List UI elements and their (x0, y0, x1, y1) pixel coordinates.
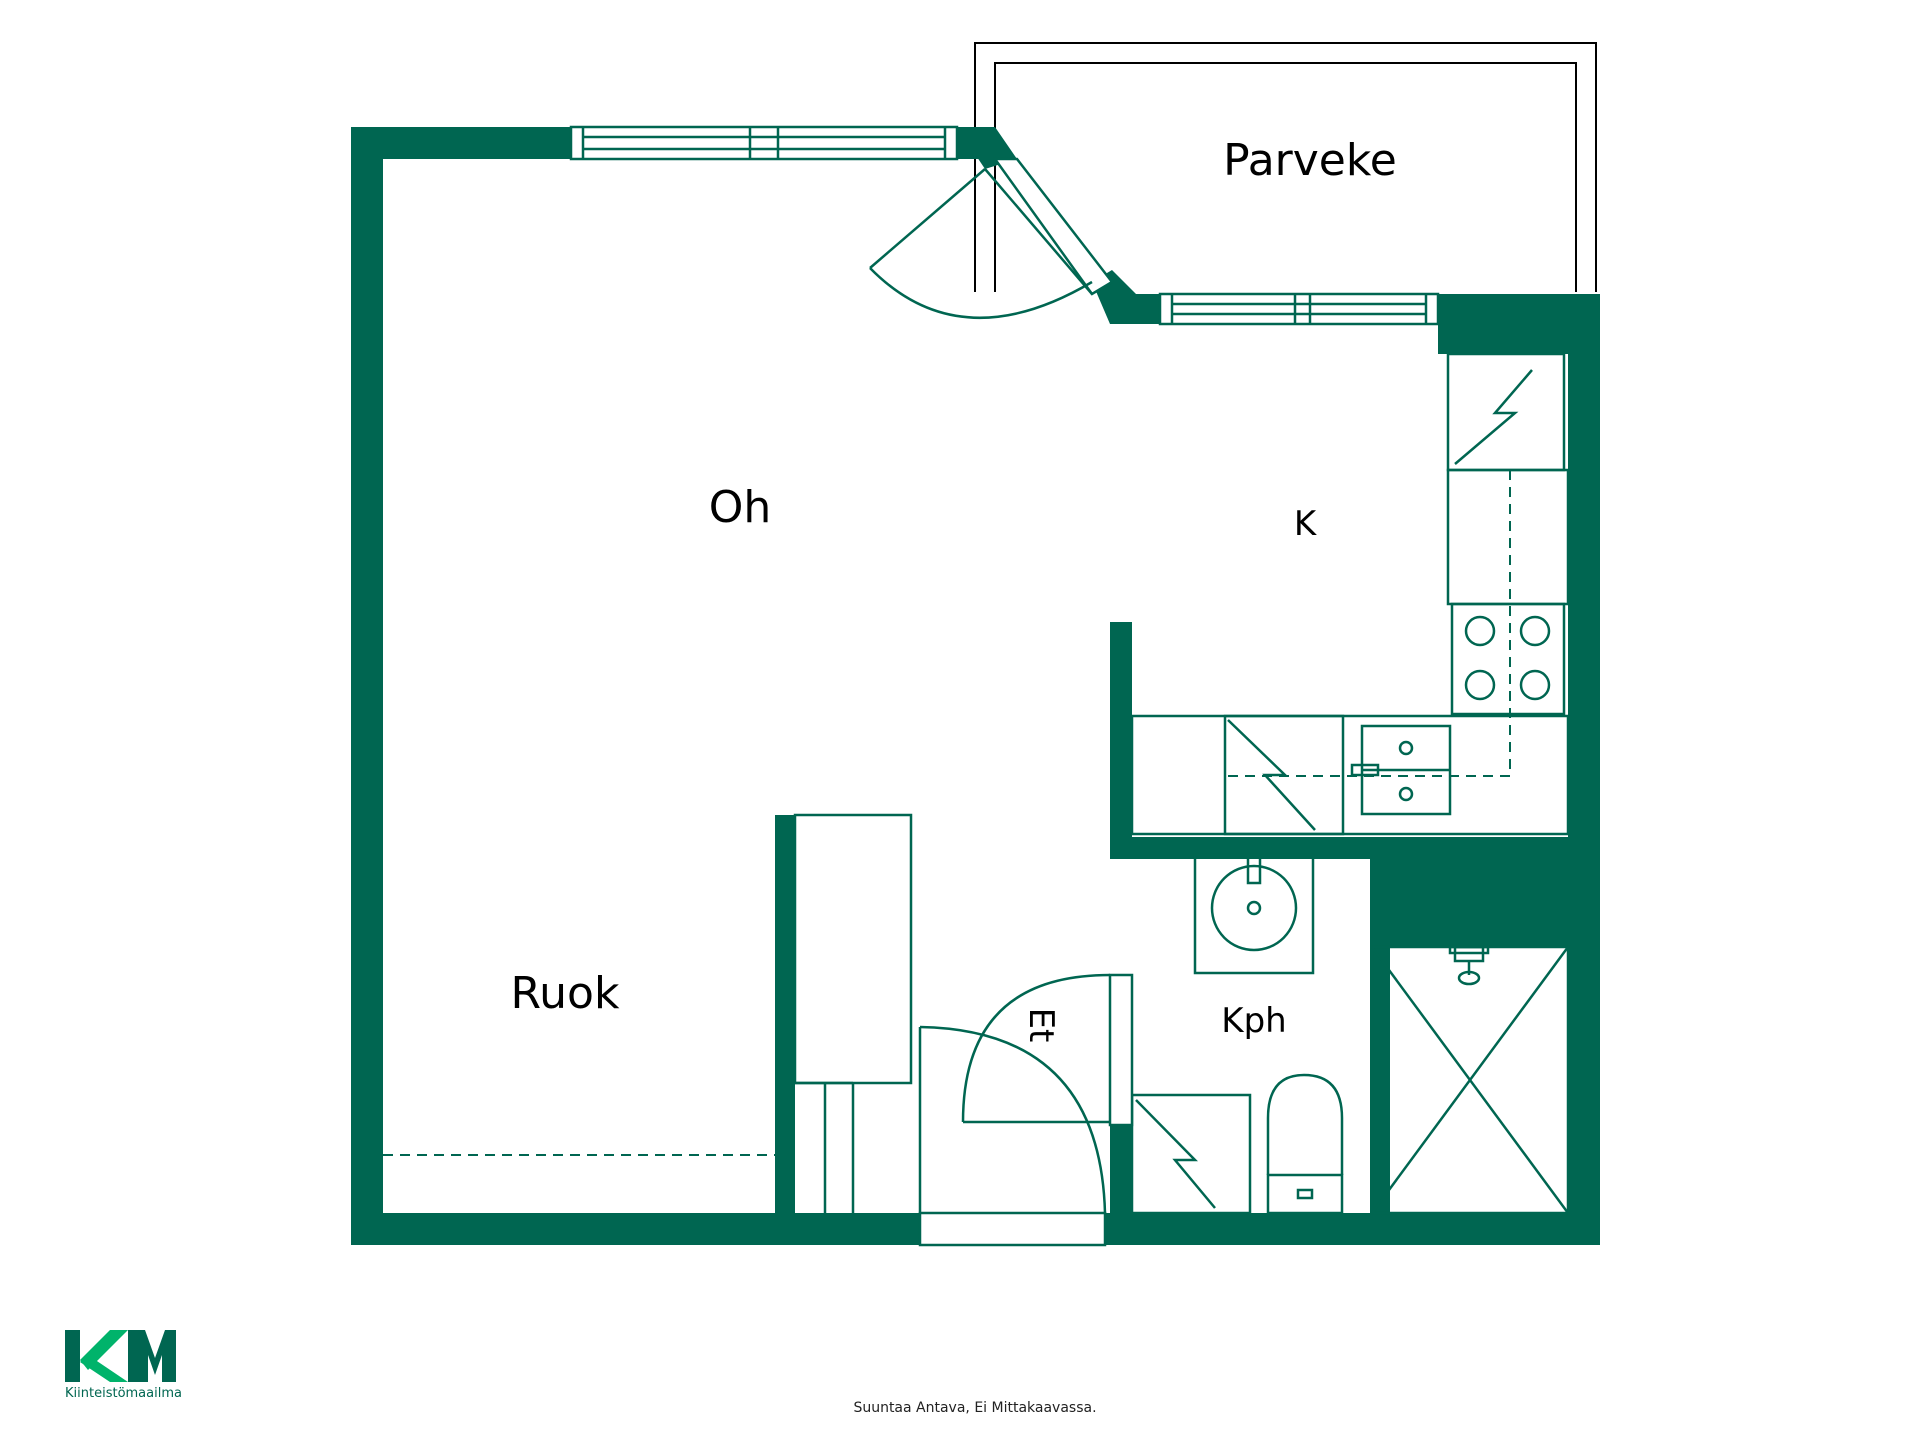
km-logo: Kiinteistömaailma (65, 1330, 182, 1401)
room-label-oh: Oh (709, 482, 772, 533)
logo-k-arm-lower (80, 1355, 128, 1382)
logo-m (128, 1330, 176, 1382)
room-label-kph: Kph (1221, 1001, 1286, 1041)
room-label-et: Et (1021, 1008, 1061, 1043)
balcony-window (1158, 292, 1440, 326)
balcony-railing (974, 42, 1597, 292)
balcony-door (869, 157, 1114, 320)
room-label-ruok: Ruok (511, 968, 620, 1019)
bathroom-fixtures (1130, 853, 1570, 1215)
room-label-parveke: Parveke (1223, 135, 1397, 186)
entry-fixtures (793, 813, 1134, 1247)
logo-wordmark: Kiinteistömaailma (65, 1386, 182, 1401)
room-label-k: K (1294, 504, 1318, 544)
logo-k-stem (65, 1330, 80, 1382)
kitchen-fixtures (1130, 352, 1570, 836)
scale-disclaimer: Suuntaa Antava, Ei Mittakaavassa. (853, 1400, 1096, 1416)
kitchen-cabinet-lines (1225, 469, 1564, 777)
exterior-walls (351, 127, 1600, 1245)
top-window (569, 125, 959, 161)
